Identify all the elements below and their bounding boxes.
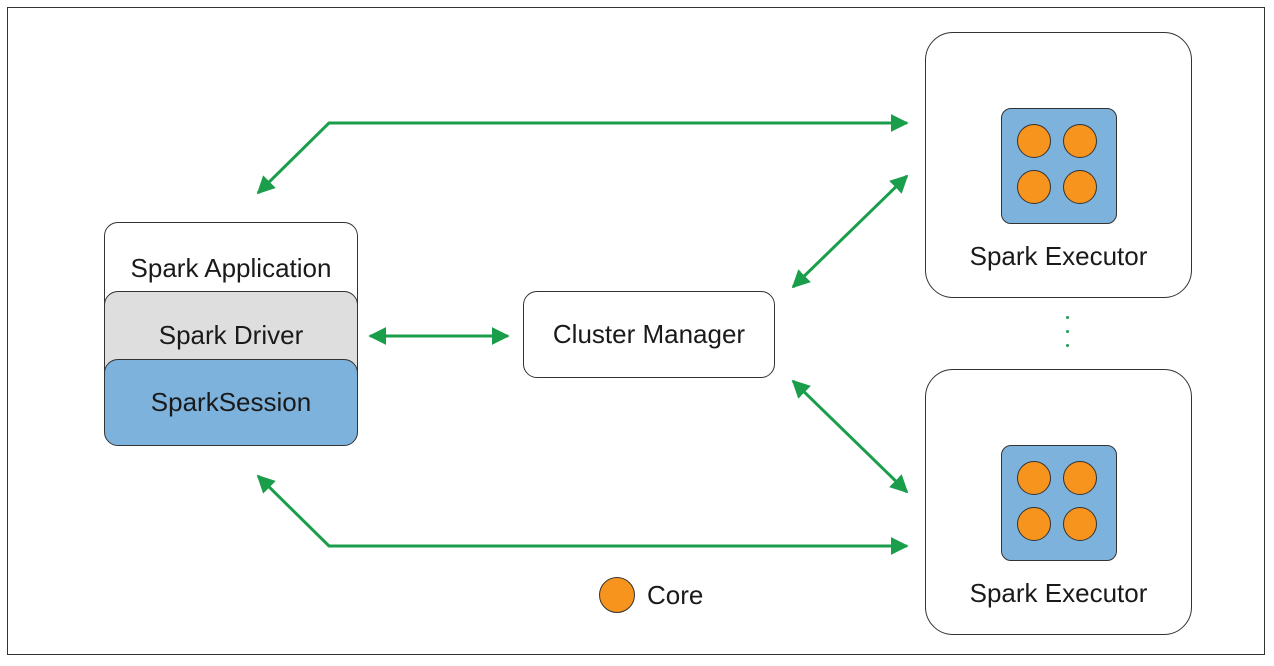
core-icon xyxy=(1063,507,1097,541)
core-icon xyxy=(1017,170,1051,204)
core-icon xyxy=(1017,461,1051,495)
spark-executor-label: Spark Executor xyxy=(969,241,1148,271)
arrow-app-to-executor-top xyxy=(256,114,909,195)
core-icon xyxy=(1017,507,1051,541)
core-icon xyxy=(1063,124,1097,158)
spark-driver-label: Spark Driver xyxy=(158,320,304,350)
spark-executor-label: Spark Executor xyxy=(969,578,1148,608)
spark-executor-bottom: Spark Executor xyxy=(925,369,1192,635)
arrow-cluster-to-executor-top xyxy=(791,174,909,289)
vertical-ellipsis-icon xyxy=(1066,316,1070,358)
arrow-app-to-executor-bottom xyxy=(256,474,909,555)
arrow-cluster-to-executor-bottom xyxy=(791,379,909,494)
legend-core-label: Core xyxy=(647,579,704,610)
spark-session-label: SparkSession xyxy=(150,387,312,417)
cluster-manager-label: Cluster Manager xyxy=(552,319,746,349)
diagram-frame xyxy=(7,7,1265,655)
core-legend-icon xyxy=(599,577,635,613)
executor-cores-chip xyxy=(1001,108,1117,224)
core-icon xyxy=(1063,461,1097,495)
spark-application-stack: Spark Application Spark Driver SparkSess… xyxy=(104,222,358,446)
executor-cores-chip xyxy=(1001,445,1117,561)
spark-executor-top: Spark Executor xyxy=(925,32,1192,298)
legend: Core xyxy=(599,577,703,613)
core-icon xyxy=(1063,170,1097,204)
cluster-manager-box: Cluster Manager xyxy=(523,291,775,378)
core-icon xyxy=(1017,124,1051,158)
spark-application-label: Spark Application xyxy=(130,253,332,283)
spark-session-box: SparkSession xyxy=(104,359,358,446)
